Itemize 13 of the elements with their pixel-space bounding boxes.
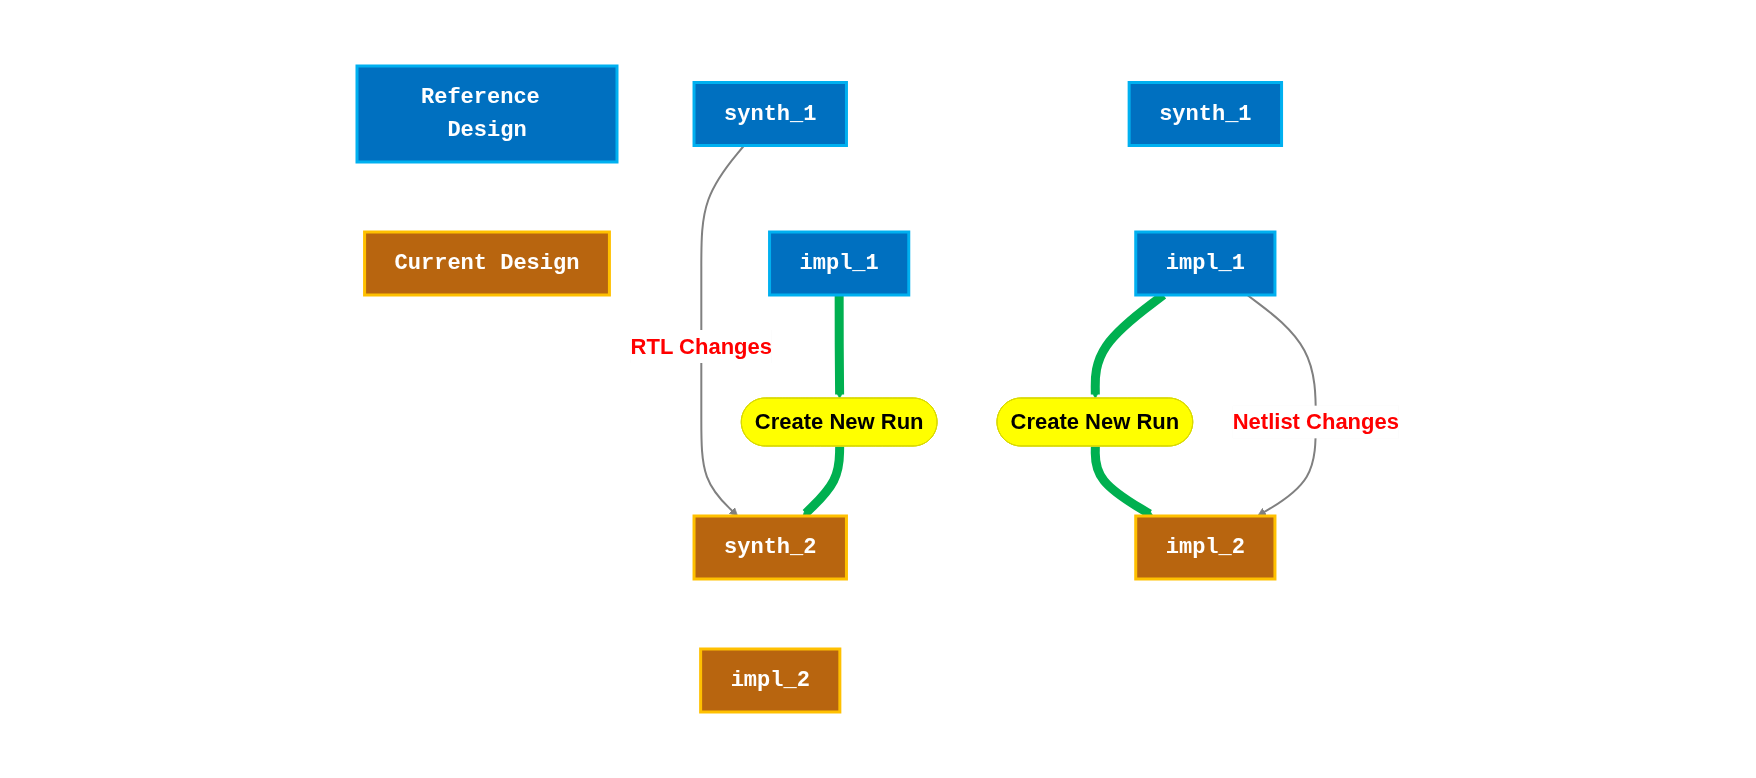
node-box: Reference Design bbox=[355, 64, 619, 164]
arrow bbox=[802, 446, 845, 517]
node-box: impl_1 bbox=[1134, 230, 1277, 297]
edge-label: Netlist Changes bbox=[1232, 409, 1399, 435]
node-box: synth_1 bbox=[692, 81, 848, 147]
node-box: impl_2 bbox=[699, 647, 842, 714]
arrow bbox=[834, 295, 845, 399]
node-box: impl_2 bbox=[1134, 514, 1277, 581]
edge-label: RTL Changes bbox=[630, 334, 773, 359]
node-box: synth_2 bbox=[692, 514, 848, 581]
node-box: impl_1 bbox=[768, 230, 911, 297]
node-box: synth_1 bbox=[1127, 81, 1284, 147]
node-box: Current Design bbox=[363, 230, 611, 297]
